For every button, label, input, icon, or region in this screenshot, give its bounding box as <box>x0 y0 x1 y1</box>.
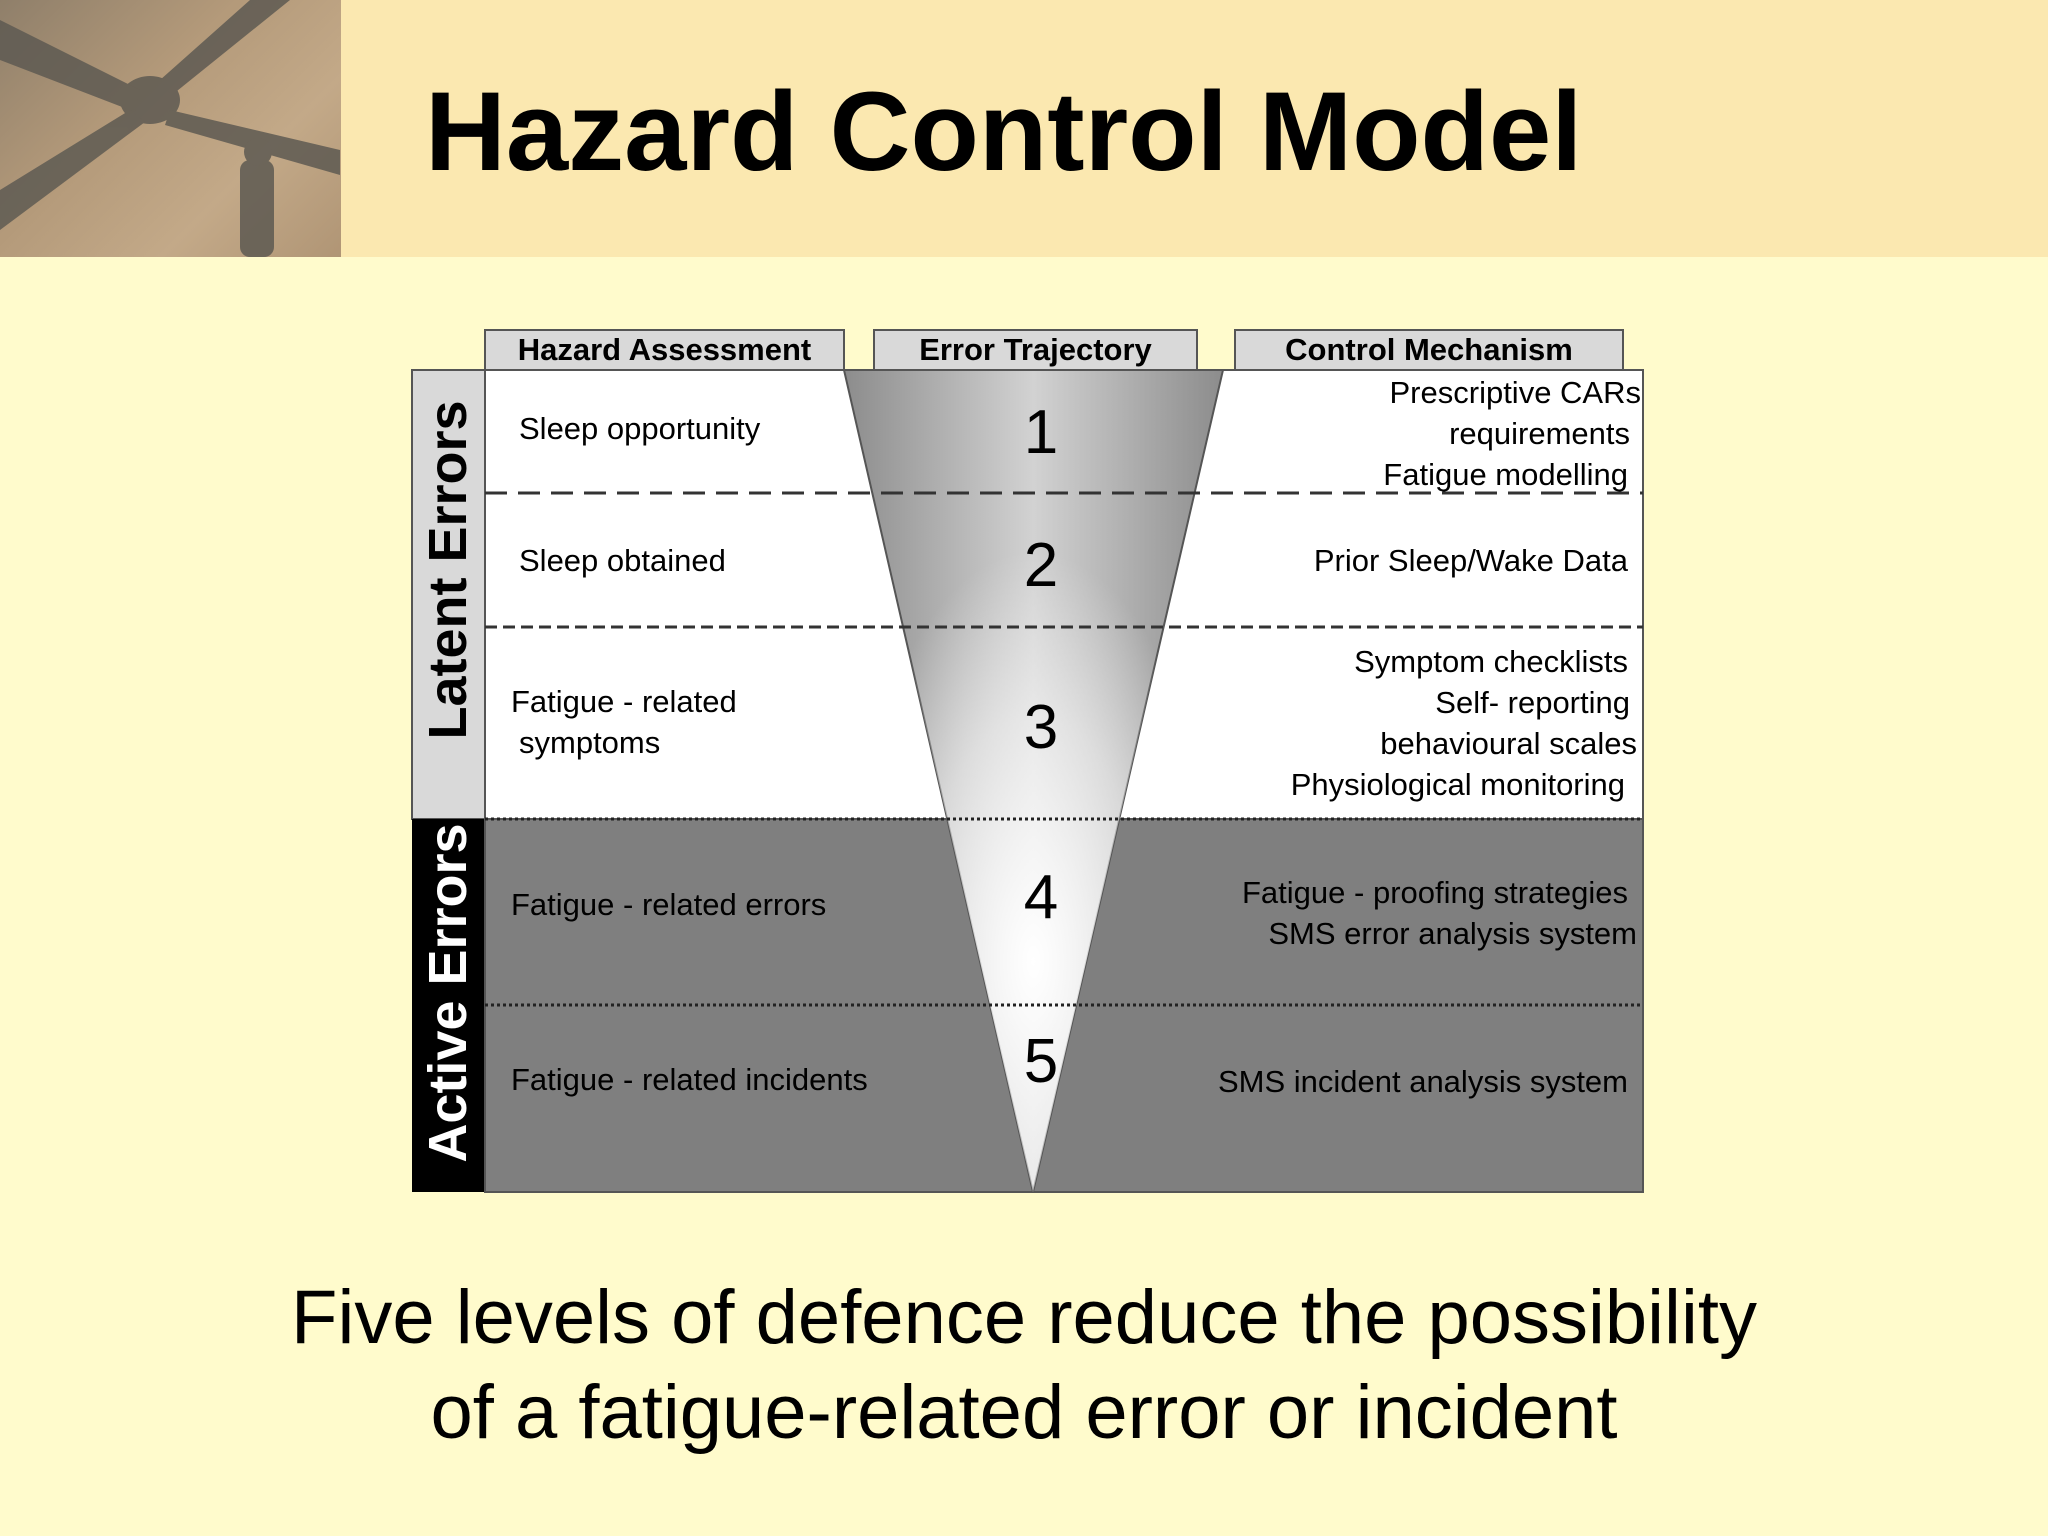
hazard-level-3-line1: Fatigue - related <box>511 684 737 719</box>
hazard-assessment-header: Hazard Assessment <box>517 332 812 367</box>
active-errors-box <box>412 819 485 1192</box>
control-level-3-line2: Self- reporting <box>1435 685 1630 720</box>
hazard-level-4: Fatigue - related errors <box>511 887 827 922</box>
error-trajectory-header-box <box>873 329 1198 371</box>
slide-caption: Five levels of defence reduce the possib… <box>0 1270 2048 1460</box>
control-level-3-line4: Physiological monitoring <box>1290 767 1625 802</box>
control-level-1-line3: Fatigue modelling <box>1383 457 1628 492</box>
latent-errors-label: Latent Errors <box>418 400 478 740</box>
header-band <box>0 0 2048 257</box>
control-mechanism-header-box <box>1234 329 1624 371</box>
control-level-3-line3: behavioural scales <box>1380 726 1637 761</box>
control-level-4-line2: SMS error analysis system <box>1268 916 1637 951</box>
hazard-level-3-line2: symptoms <box>519 725 661 760</box>
slide-title: Hazard Control Model <box>425 69 1583 194</box>
level-number-3: 3 <box>1023 693 1059 762</box>
level-number-5: 5 <box>1023 1027 1059 1096</box>
hazard-level-2: Sleep obtained <box>519 543 726 578</box>
level-number-1: 1 <box>1023 398 1059 467</box>
header-photo <box>0 0 341 257</box>
level-number-4: 4 <box>1023 863 1059 932</box>
hazard-level-1: Sleep opportunity <box>519 411 761 446</box>
control-level-4-line1: Fatigue - proofing strategies <box>1242 875 1628 910</box>
hazard-level-5: Fatigue - related incidents <box>511 1062 868 1097</box>
control-level-5: SMS incident analysis system <box>1217 1064 1628 1099</box>
funnel-highlight <box>844 370 1223 1192</box>
control-level-2: Prior Sleep/Wake Data <box>1313 543 1628 578</box>
caption-line-2: of a fatigue-related error or incident <box>430 1370 1618 1455</box>
hazard-control-diagram: Hazard Assessment Error Trajectory Contr… <box>400 320 1660 1200</box>
error-trajectory-header: Error Trajectory <box>919 332 1152 367</box>
control-level-3-line1: Symptom checklists <box>1354 644 1628 679</box>
control-mechanism-header: Control Mechanism <box>1285 332 1573 367</box>
active-errors-label: Active Errors <box>418 823 478 1163</box>
caption-line-1: Five levels of defence reduce the possib… <box>291 1275 1757 1360</box>
control-level-1-line2: requirements <box>1449 416 1630 451</box>
control-level-1-line1: Prescriptive CARs <box>1389 375 1642 410</box>
level-number-2: 2 <box>1023 531 1059 600</box>
